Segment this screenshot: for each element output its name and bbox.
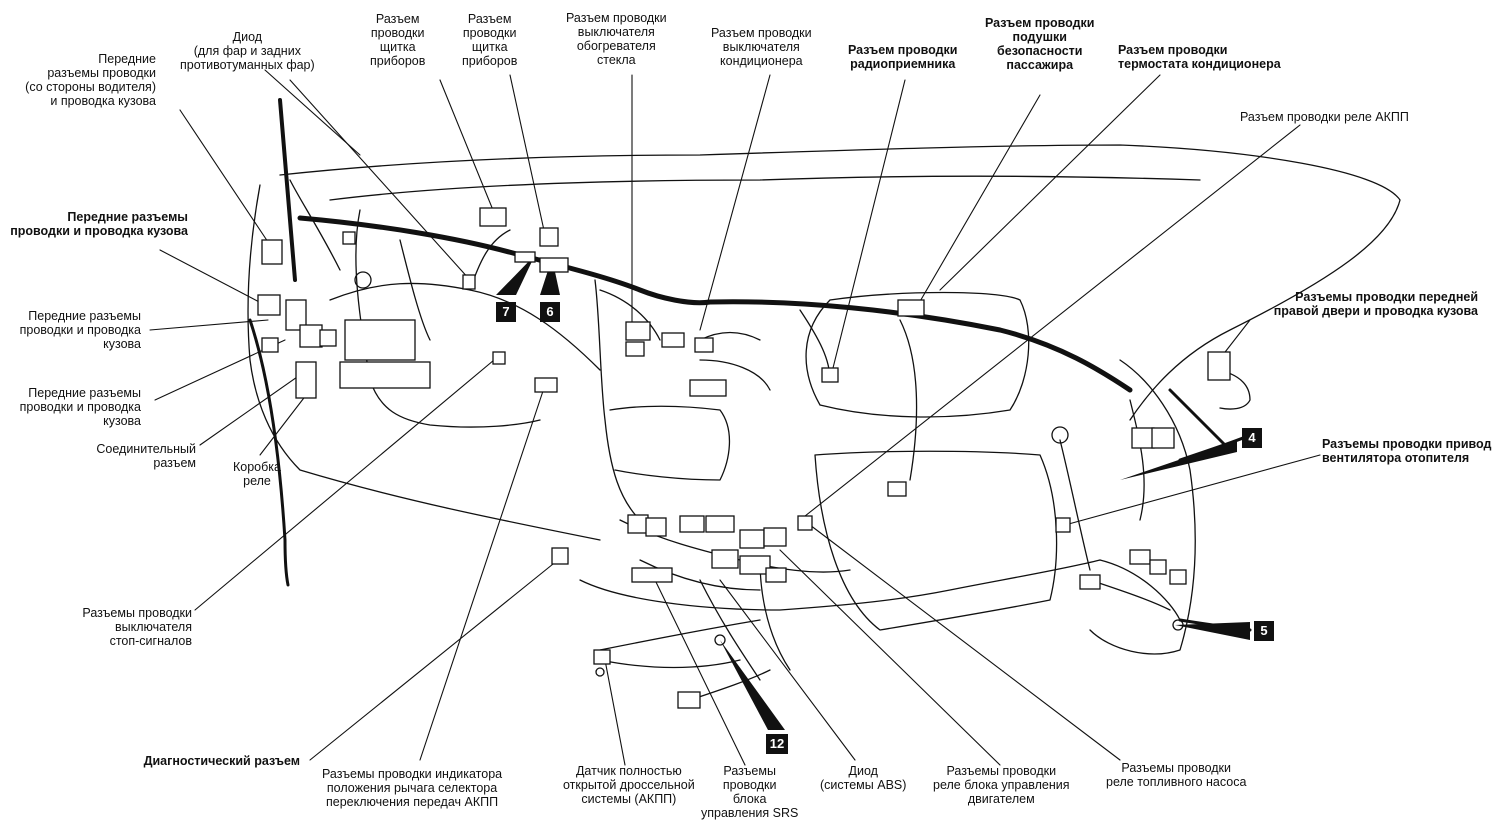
label-diode-headlights: Диод (для фар и задних противотуманных ф… — [180, 30, 315, 72]
label-ac-thermostat: Разъем проводки термостата кондиционера — [1118, 43, 1281, 71]
badge-6: 6 — [540, 302, 560, 322]
label-ac-switch: Разъем проводки выключателя кондиционера — [711, 26, 812, 68]
label-relay-box: Коробка реле — [233, 460, 281, 488]
label-defogger-switch: Разъем проводки выключателя обогревателя… — [566, 11, 667, 67]
label-blower-motor: Разъемы проводки привод вентилятора отоп… — [1322, 437, 1492, 465]
label-front-connectors-body-2: Передние разъемы проводки и проводка куз… — [19, 309, 141, 351]
label-radio: Разъем проводки радиоприемника — [848, 43, 958, 71]
label-at-relay: Разъем проводки реле АКПП — [1240, 110, 1409, 124]
label-fuel-pump-relay: Разъемы проводки реле топливного насоса — [1106, 761, 1247, 789]
label-instrument-cluster-1: Разъем проводки щитка приборов — [370, 12, 426, 68]
main-harness — [297, 215, 1133, 393]
label-joint-connector: Соединительный разъем — [96, 442, 196, 470]
dashboard-outline — [279, 144, 1401, 421]
label-diagnostic-connector: Диагностический разъем — [143, 754, 300, 768]
label-stoplight-switch: Разъемы проводки выключателя стоп-сигнал… — [82, 606, 192, 648]
label-at-indicator: Разъемы проводки индикатора положения ры… — [322, 767, 503, 809]
label-engine-relay: Разъемы проводки реле блока управления д… — [933, 764, 1070, 806]
badge-7: 7 — [496, 302, 516, 322]
badge-12: 12 — [766, 734, 788, 754]
badge-5: 5 — [1254, 621, 1274, 641]
label-airbag-passenger: Разъем проводки подушки безопасности пас… — [985, 16, 1095, 72]
label-instrument-cluster-2: Разъем проводки щитка приборов — [462, 12, 518, 68]
label-front-connectors-body-1: Передние разъемы проводки и проводка куз… — [10, 210, 188, 238]
label-throttle-sensor: Датчик полностью открытой дроссельной си… — [563, 764, 695, 806]
label-front-right-door: Разъемы проводки передней правой двери и… — [1273, 290, 1478, 318]
badge-4: 4 — [1242, 428, 1262, 448]
label-srs-unit: Разъемы проводки блока управления SRS — [701, 764, 799, 820]
label-front-connectors-driver: Передние разъемы проводки (со стороны во… — [25, 52, 156, 108]
label-diode-abs: Диод (системы ABS) — [820, 764, 907, 792]
label-front-connectors-body-3: Передние разъемы проводки и проводка куз… — [19, 386, 141, 428]
